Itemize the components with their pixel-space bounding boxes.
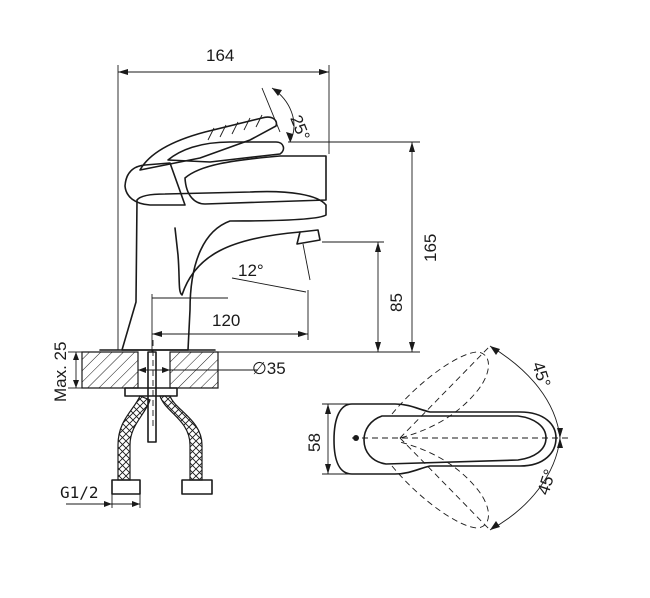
dim-handle-angle: 25° [261,87,314,143]
spout-reach-label: 120 [212,311,240,330]
spout-inner-curve [174,227,301,296]
handle-rotated-up [391,351,489,439]
thread-label: G1/2 [60,483,99,502]
top-view [333,345,568,531]
dim-max-deck: Max. 25 [51,342,82,402]
rotation-bottom-label: 45° [534,467,560,497]
dim-total-width: 164 [117,46,330,350]
faucet-body [121,190,327,351]
dim-hole-diameter: ∅35 [138,359,286,378]
spout-angle-label: 12° [238,261,264,280]
dim-spout-reach: 120 [151,290,309,352]
hole-diameter-label: ∅35 [252,359,286,378]
handle-front [184,155,327,205]
base-width-label: 58 [305,433,324,452]
spout-nozzle [296,229,321,245]
dim-base-width: 58 [305,403,350,475]
countertop-left [81,351,139,389]
indicator-dot [353,435,359,441]
rotation-top-label: 45° [528,359,554,389]
total-width-label: 164 [206,46,234,65]
base-inner [363,415,547,465]
dim-spout-height: 85 [322,241,406,352]
mounting-stud [147,351,157,443]
dim-thread: G1/2 [60,483,141,508]
hose-right [159,395,203,481]
handle-collar [124,162,186,206]
handle-lever [139,116,278,171]
spout-height-label: 85 [387,293,406,312]
handle-rotated-down [391,441,489,529]
handle-top [167,141,285,163]
handle-grip-lines [207,114,263,141]
dim-spout-angle: 12° [231,261,307,293]
hose-fitting-right [181,479,213,495]
dim-total-height: 165 [218,141,440,353]
base-outline [333,403,557,475]
total-height-label: 165 [421,234,440,262]
max-deck-label: Max. 25 [51,342,70,402]
hose-fitting-left [111,479,141,495]
side-view [81,114,327,495]
hose-left [117,395,151,481]
nozzle-aerator [302,243,311,281]
mounting-nut [124,387,178,397]
